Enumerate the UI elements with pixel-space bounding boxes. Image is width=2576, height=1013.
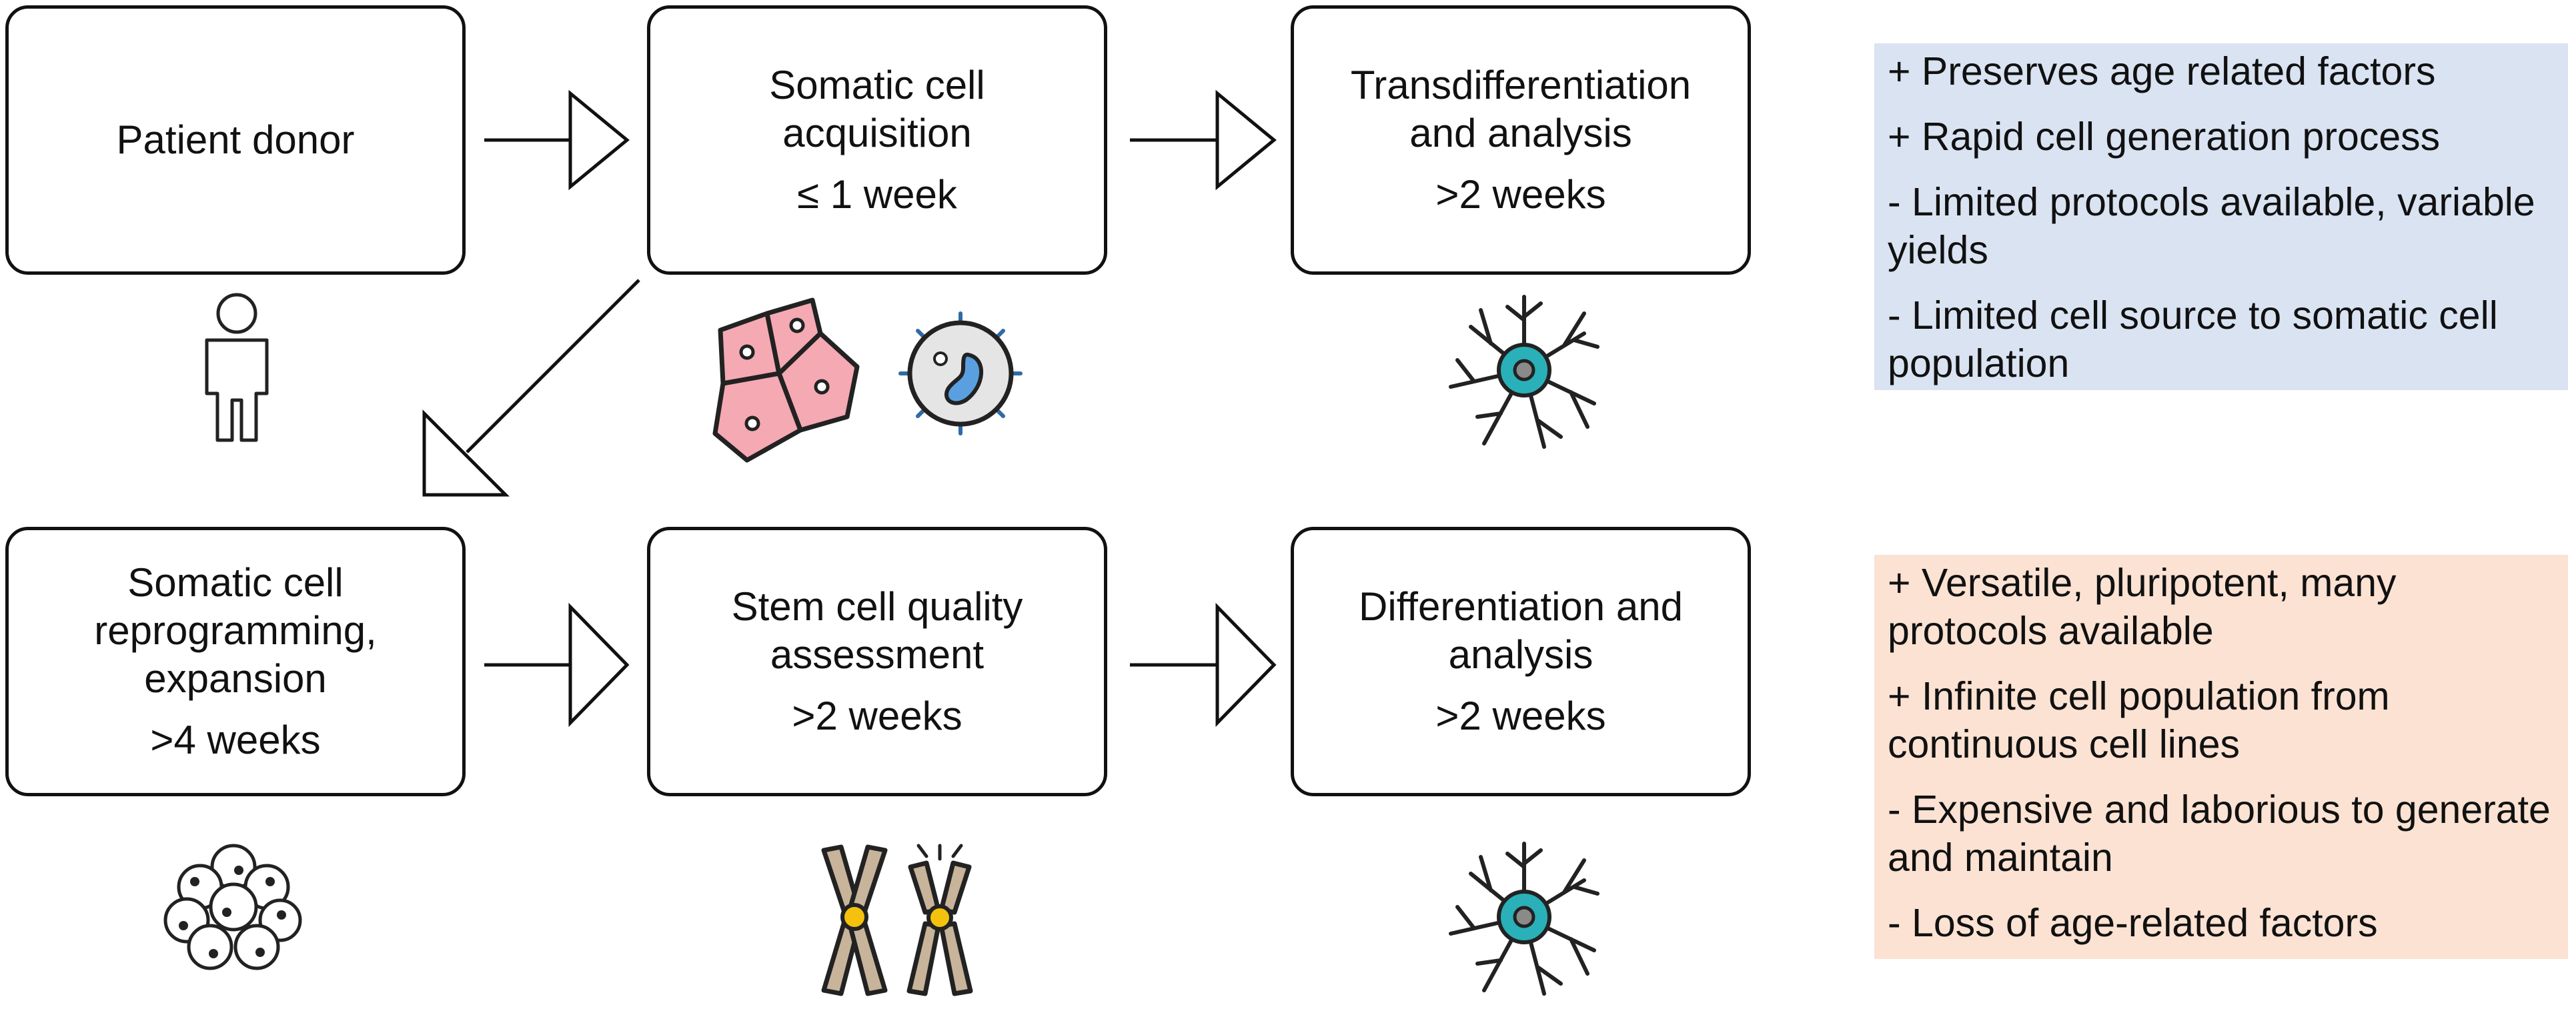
note-item: - Loss of age-related factors <box>1888 901 2378 945</box>
step-transdifferentiation: Transdifferentiation and analysis >2 wee… <box>1291 5 1751 275</box>
step-title: Stem cell quality assessment <box>731 584 1023 677</box>
step-duration: ≤ 1 week <box>797 172 957 217</box>
neuron-icon <box>1449 842 1599 996</box>
arrow-head <box>1215 89 1277 191</box>
step-stem-cell-quality: Stem cell quality assessment >2 weeks <box>647 527 1107 796</box>
step-patient-donor: Patient donor <box>5 5 466 275</box>
arrow-head <box>1215 602 1277 728</box>
step-duration: >4 weeks <box>150 718 321 762</box>
neuron-icon <box>1449 295 1599 449</box>
immune-cell-icon <box>898 311 1023 435</box>
step-title: Somatic cell reprogramming, expansion <box>94 560 377 701</box>
step-duration: >2 weeks <box>1435 694 1606 738</box>
step-title: Patient donor <box>116 117 355 162</box>
epithelial-cells-icon <box>712 297 860 463</box>
note-item: + Preserves age related factors <box>1888 49 2436 93</box>
arrow-shaft <box>466 279 640 453</box>
person-icon <box>205 293 269 442</box>
step-title: Differentiation and analysis <box>1359 584 1683 677</box>
note-item: + Rapid cell generation process <box>1888 115 2441 159</box>
note-item: - Limited protocols available, variable … <box>1888 180 2535 272</box>
step-duration: >2 weeks <box>792 694 962 738</box>
stem-cell-cluster-icon <box>163 844 302 970</box>
step-somatic-cell-acquisition: Somatic cell acquisition ≤ 1 week <box>647 5 1107 275</box>
step-title: Somatic cell acquisition <box>769 63 985 155</box>
note-item: - Expensive and laborious to generate an… <box>1888 788 2551 880</box>
step-somatic-cell-reprogramming: Somatic cell reprogramming, expansion >4… <box>5 527 466 796</box>
note-item: - Limited cell source to somatic cell po… <box>1888 293 2498 385</box>
arrow-head <box>422 409 510 497</box>
transdifferentiation-pros-cons: + Preserves age related factors + Rapid … <box>1874 43 2568 390</box>
arrow-head <box>568 602 630 728</box>
step-duration: >2 weeks <box>1435 172 1606 217</box>
step-title: Transdifferentiation and analysis <box>1350 63 1692 155</box>
chromosome-icon <box>821 844 973 996</box>
ipsc-pros-cons: + Versatile, pluripotent, many protocols… <box>1874 555 2568 959</box>
arrow-head <box>568 89 630 191</box>
note-item: + Versatile, pluripotent, many protocols… <box>1888 561 2397 653</box>
step-differentiation: Differentiation and analysis >2 weeks <box>1291 527 1751 796</box>
note-item: + Infinite cell population from continuo… <box>1888 674 2390 766</box>
